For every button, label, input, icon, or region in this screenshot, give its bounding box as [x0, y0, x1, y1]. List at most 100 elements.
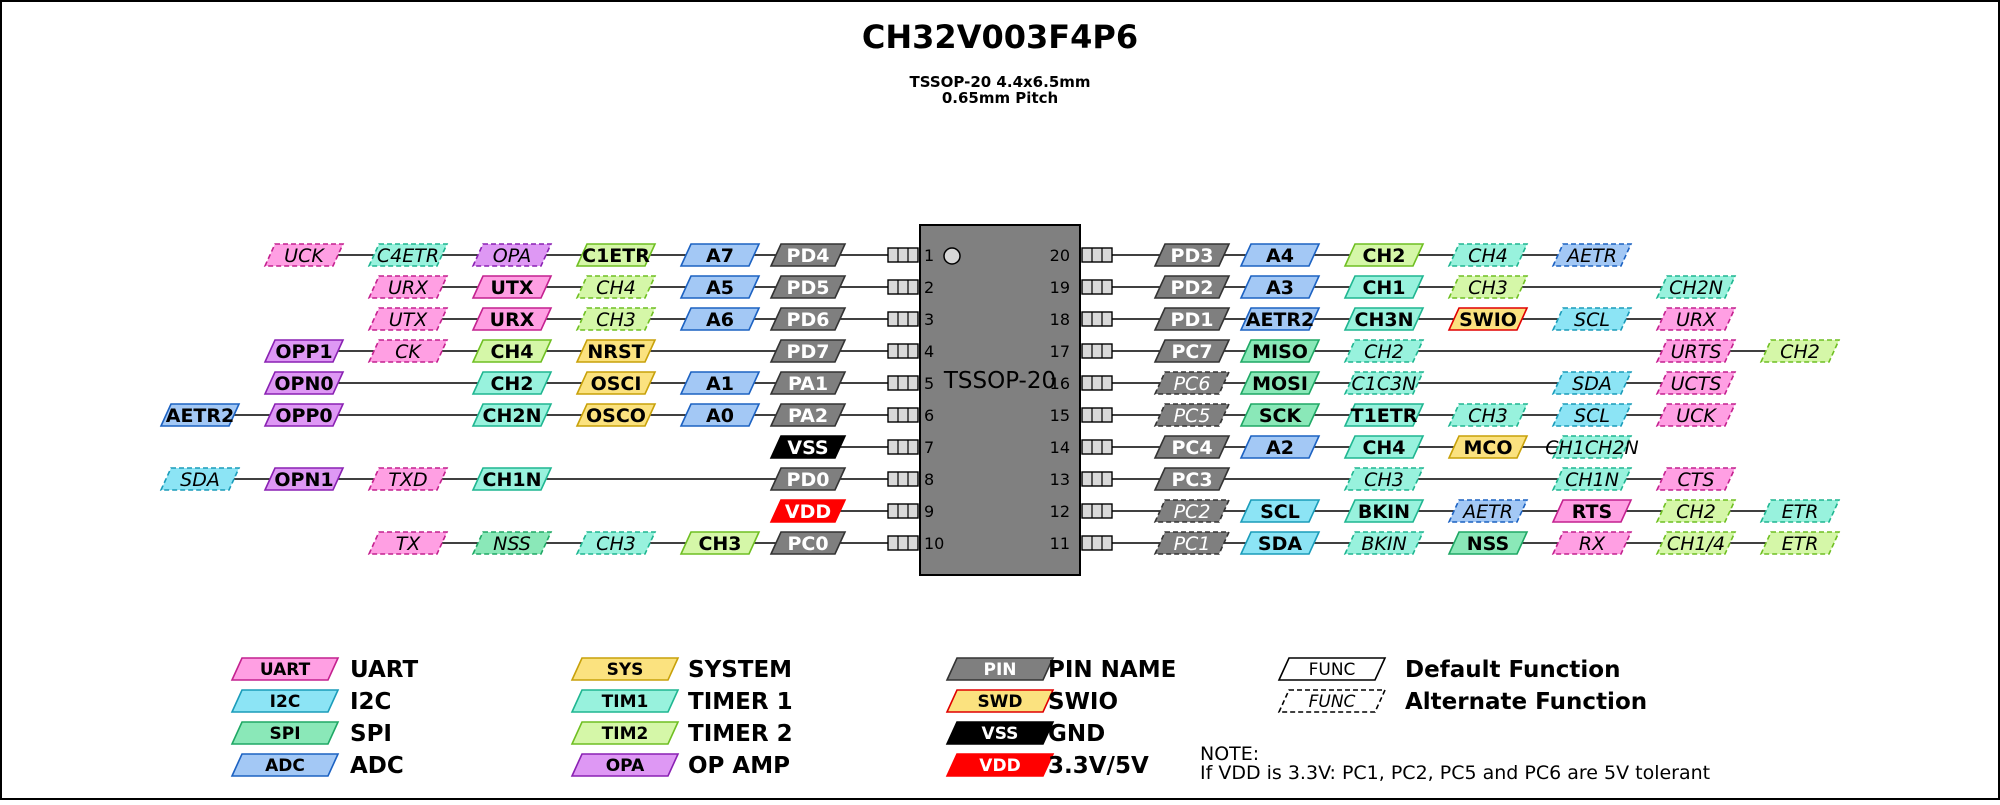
pin14-label-pc4-box	[1153, 435, 1231, 459]
pin-lead	[887, 311, 919, 327]
pin6-label-aetr2-box	[159, 403, 241, 427]
pin5-label-opn0-text: OPN0	[274, 373, 333, 395]
pin1-label-c4etr-box	[367, 243, 449, 267]
legend-system-swatch	[570, 657, 680, 681]
pin-lead	[1081, 375, 1113, 391]
pin1-label-uck-text: UCK	[284, 245, 325, 267]
pin-lead	[887, 343, 919, 359]
pin14-label-ch1ch2n-text: CH1CH2N	[1545, 437, 1639, 459]
pin3-label-utx-text: UTX	[389, 309, 429, 331]
note-heading: NOTE:	[1200, 743, 1259, 765]
pin-number: 6	[924, 406, 934, 425]
pin2-label-ch4-box	[575, 275, 657, 299]
pin18-label-scl-text: SCL	[1574, 309, 1610, 331]
pin14-label-mco-box	[1447, 435, 1529, 459]
pin-labels: 1PD4A7C1ETROPAC4ETRUCK2PD5A5CH4UTXURX3PD…	[159, 243, 1841, 555]
pin19-label-ch2n-text: CH2N	[1669, 277, 1723, 299]
pin12-label-bkin-text: BKIN	[1358, 501, 1410, 523]
legend-3-3v-5v-swatch	[945, 753, 1055, 777]
legend-timer-2-swatch	[570, 721, 680, 745]
pin20-label-ch4-box	[1447, 243, 1529, 267]
legend-op-amp-swatch	[570, 753, 680, 777]
pin12-label-rts-text: RTS	[1572, 501, 1612, 523]
pin4-label-opp1-text: OPP1	[275, 341, 332, 363]
pin11-label-nss-box	[1447, 531, 1529, 555]
pin12-label-rts-box	[1551, 499, 1633, 523]
pin6-label-opp0-text: OPP0	[275, 405, 332, 427]
pin5-label-ch2-box	[471, 371, 553, 395]
pin12-label-aetr-box	[1447, 499, 1529, 523]
pin8-label-ch1n-text: CH1N	[483, 469, 542, 491]
pin11-label-rx-box	[1551, 531, 1633, 555]
pin2-label-a5-box	[679, 275, 761, 299]
pin18-label-scl-box	[1551, 307, 1633, 331]
pin18-label-urx-text: URX	[1676, 309, 1717, 331]
pin18-label-aetr2-box	[1239, 307, 1321, 331]
legend-alternate-function-swatch	[1277, 689, 1387, 713]
pin2-label-ch4-text: CH4	[596, 277, 636, 299]
pin6-label-ch2n-text: CH2N	[483, 405, 542, 427]
pin15-label-ch3-box	[1447, 403, 1529, 427]
pin10-label-tx-box	[367, 531, 449, 555]
pin3-label-ch3-box	[575, 307, 657, 331]
note-text: If VDD is 3.3V: PC1, PC2, PC5 and PC6 ar…	[1200, 762, 1710, 784]
pin7-label-vss-text: VSS	[787, 437, 828, 459]
pin17-label-pc7-text: PC7	[1171, 341, 1212, 363]
pin-lead	[1081, 471, 1113, 487]
pin-lead	[887, 407, 919, 423]
legend-gnd-swatch	[945, 721, 1055, 745]
pin1-label-uck-box	[263, 243, 345, 267]
legend-system-label: SYSTEM	[688, 657, 792, 683]
pin1-label-c1etr-box	[575, 243, 657, 267]
pin18-label-pd1-text: PD1	[1171, 309, 1214, 331]
legend-default-function-label: Default Function	[1405, 657, 1620, 683]
pin19-label-ch1-text: CH1	[1362, 277, 1405, 299]
legend-swio-key: SWD	[977, 692, 1022, 712]
pin1-label-opa-text: OPA	[493, 245, 531, 267]
pin13-label-cts-text: CTS	[1678, 469, 1715, 491]
pin11-label-bkin-text: BKIN	[1361, 533, 1406, 555]
pin8-label-pd0-box	[769, 467, 847, 491]
legend-timer-2-key: TIM2	[602, 724, 649, 744]
pin19-label-ch2n-box	[1655, 275, 1737, 299]
legend-op-amp-key: OPA	[606, 756, 645, 776]
pin-lead	[1081, 535, 1113, 551]
pin-lead	[1081, 279, 1113, 295]
pin4-label-nrst-text: NRST	[587, 341, 644, 363]
pin-lead	[1081, 343, 1113, 359]
pin6-label-osco-box	[575, 403, 657, 427]
pin-lead	[887, 439, 919, 455]
package-subtitle-line2: 0.65mm Pitch	[942, 89, 1058, 107]
pin18-label-ch3n-box	[1343, 307, 1425, 331]
pin12-label-etr-text: ETR	[1782, 501, 1819, 523]
pin-number: 3	[924, 310, 934, 329]
pin16-label-pc6-box	[1153, 371, 1231, 395]
pin12-label-ch2-text: CH2	[1676, 501, 1716, 523]
pin10-label-ch3-box	[679, 531, 761, 555]
pin16-label-ucts-text: UCTS	[1671, 373, 1722, 395]
pin1-label-a7-box	[679, 243, 761, 267]
pin11-label-rx-text: RX	[1579, 533, 1606, 555]
pin-lead	[887, 375, 919, 391]
pin-number: 12	[1050, 502, 1070, 521]
chip-title: CH32V003F4P6	[862, 18, 1138, 56]
pin-number: 4	[924, 342, 934, 361]
pin19-label-a3-box	[1239, 275, 1321, 299]
pin14-label-a2-text: A2	[1266, 437, 1294, 459]
pin20-label-aetr-text: AETR	[1565, 245, 1617, 267]
pin15-label-sck-text: SCK	[1259, 405, 1303, 427]
pin6-label-pa2-text: PA2	[788, 405, 828, 427]
legend-uart-key: UART	[260, 660, 311, 680]
pin-number: 18	[1050, 310, 1070, 329]
pin4-label-opp1-box	[263, 339, 345, 363]
legend-default-function-swatch	[1277, 657, 1387, 681]
pin-number: 8	[924, 470, 934, 489]
pin5-label-opn0-box	[263, 371, 345, 395]
pin3-label-utx-box	[367, 307, 449, 331]
pin2-label-urx-box	[367, 275, 449, 299]
pin10-label-nss-box	[471, 531, 553, 555]
pin4-label-ck-text: CK	[395, 341, 422, 363]
legend-swio-swatch	[945, 689, 1055, 713]
legend-i2c-key: I2C	[270, 692, 301, 712]
